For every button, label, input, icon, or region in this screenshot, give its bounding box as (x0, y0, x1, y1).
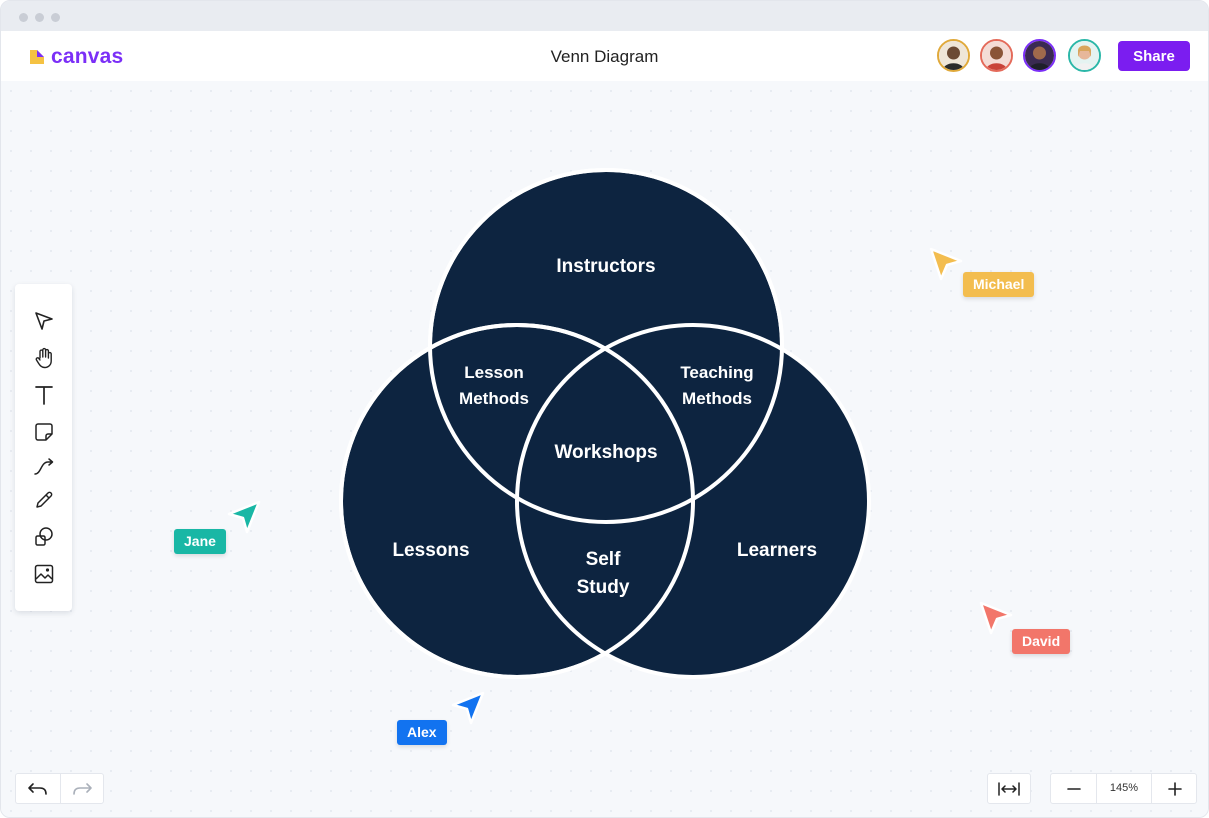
collaborator-avatar-3[interactable] (1023, 39, 1056, 72)
collaborator-avatar-4[interactable] (1068, 39, 1101, 72)
shapes-tool[interactable] (31, 524, 57, 550)
window-maximize-dot[interactable] (51, 13, 60, 22)
pointer-icon (35, 312, 53, 330)
app-name: canvas (51, 45, 124, 68)
fit-width-icon (998, 781, 1020, 796)
cursor-label-michael: Michael (963, 272, 1035, 297)
text-tool[interactable] (31, 382, 57, 408)
app-header: canvas Venn Diagram (1, 31, 1208, 81)
cursor-david-icon (977, 599, 1013, 635)
whiteboard-canvas[interactable] (1, 81, 1208, 817)
app-logo[interactable]: canvas (29, 45, 123, 69)
window-close-dot[interactable] (19, 13, 28, 22)
hand-icon (35, 347, 52, 369)
undo-button[interactable] (15, 773, 60, 804)
cursor-label-jane: Jane (174, 529, 226, 554)
text-icon (35, 386, 53, 405)
fit-width-button[interactable] (987, 773, 1031, 804)
canvas-logo-icon (29, 49, 45, 65)
tools-toolbar (15, 284, 72, 611)
cursor-label-david: David (1012, 629, 1071, 654)
zoom-controls: 145% (1050, 773, 1197, 804)
undo-icon (28, 782, 47, 795)
image-tool[interactable] (31, 561, 57, 587)
cursor-alex-icon (449, 691, 485, 727)
connector-icon (34, 458, 54, 475)
hand-tool[interactable] (31, 345, 57, 371)
pen-tool[interactable] (31, 487, 57, 513)
collaborator-avatar-2[interactable] (980, 39, 1013, 72)
redo-button[interactable] (60, 773, 104, 804)
plus-icon (1167, 781, 1182, 796)
cursor-michael-icon (927, 245, 963, 281)
zoom-level[interactable]: 145% (1096, 774, 1152, 803)
window-titlebar (1, 1, 1208, 31)
zoom-out-button[interactable] (1051, 774, 1096, 803)
window-minimize-dot[interactable] (35, 13, 44, 22)
sticky-note-icon (35, 423, 53, 441)
zoom-in-button[interactable] (1152, 774, 1197, 803)
select-tool[interactable] (31, 308, 57, 334)
minus-icon (1066, 787, 1081, 790)
collaborator-avatar-1[interactable] (937, 39, 970, 72)
document-title[interactable]: Venn Diagram (550, 47, 659, 66)
share-button[interactable]: Share (1118, 41, 1190, 71)
pencil-icon (36, 491, 53, 508)
sticky-note-tool[interactable] (31, 419, 57, 445)
redo-icon (73, 782, 92, 795)
cursor-label-alex: Alex (397, 720, 447, 745)
connector-tool[interactable] (31, 454, 57, 480)
image-icon (34, 564, 54, 584)
shapes-icon (35, 527, 53, 546)
cursor-jane-icon (225, 500, 261, 536)
